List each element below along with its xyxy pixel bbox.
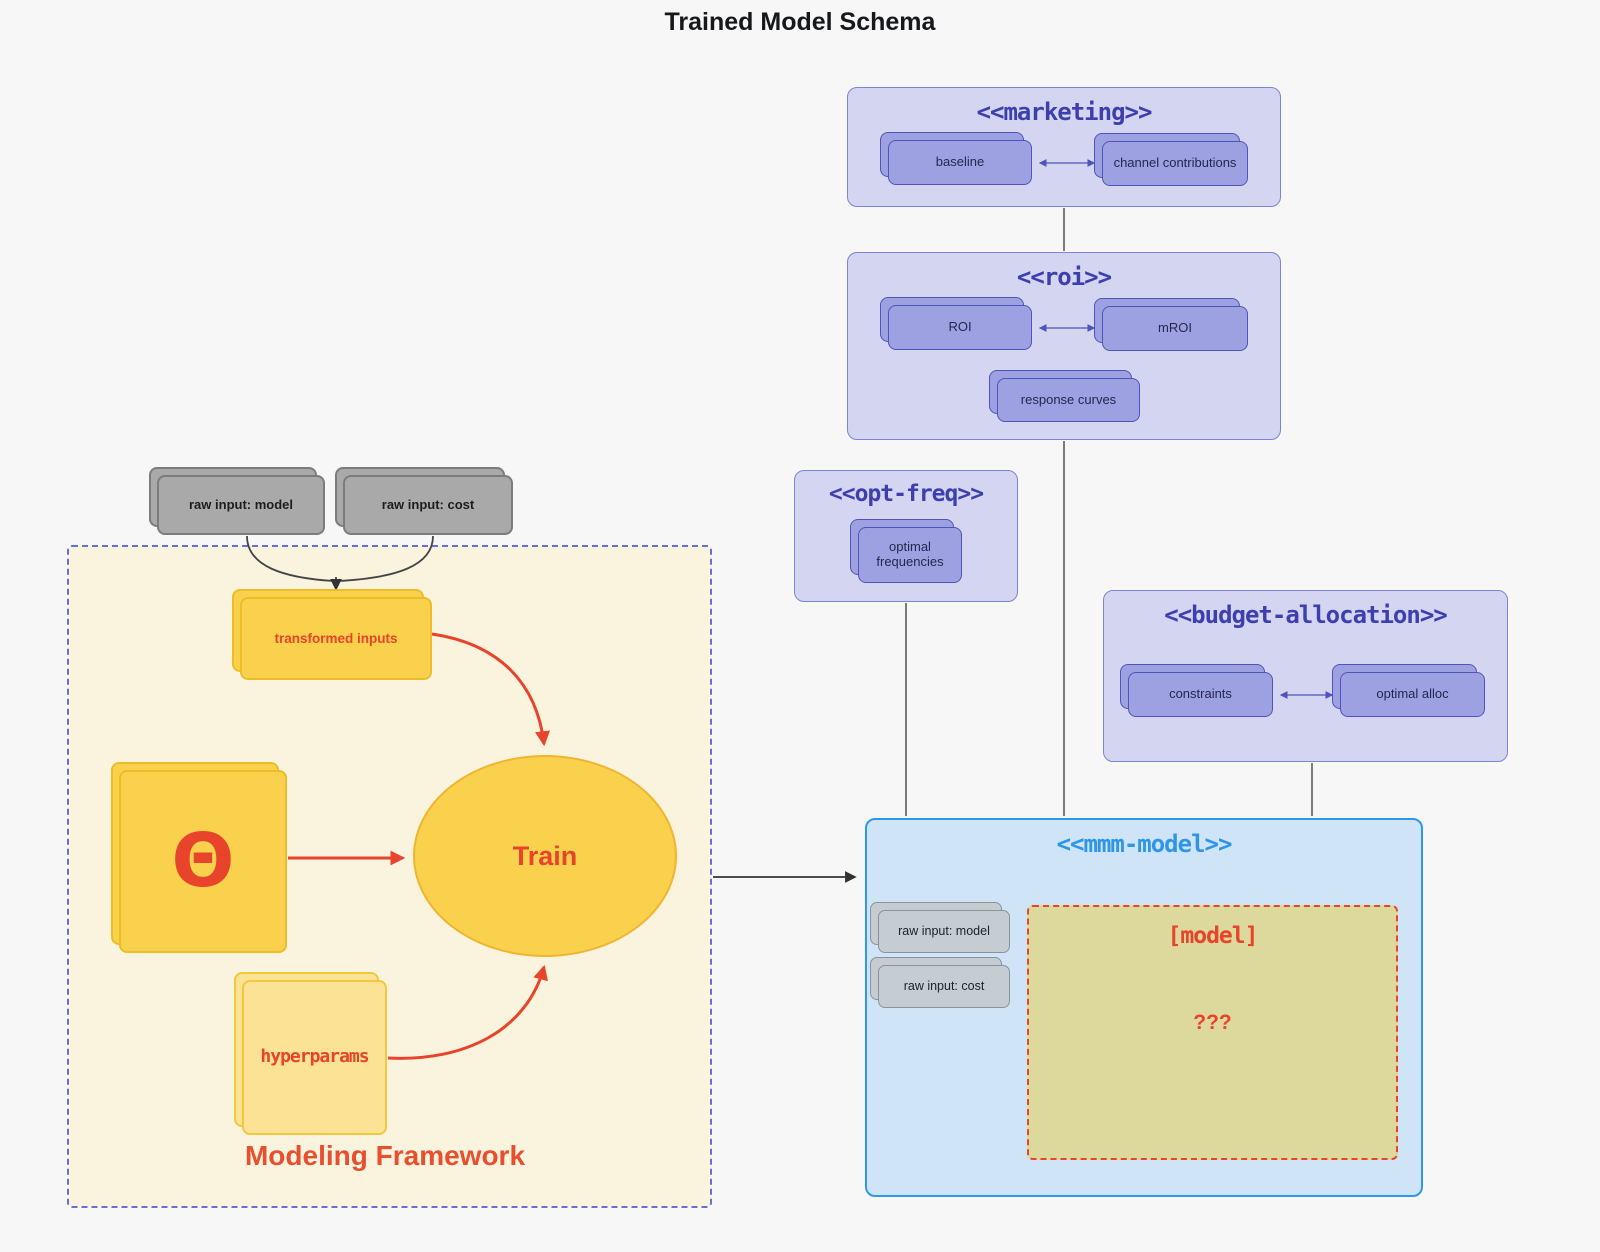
node-constraints: constraints <box>1120 664 1273 717</box>
node-channel-contributions: channel contributions <box>1094 133 1248 186</box>
model-unknown-text: ??? <box>1193 1011 1232 1034</box>
model-label: [model] <box>1167 923 1259 949</box>
node-optimal-alloc: optimal alloc <box>1332 664 1485 717</box>
group-marketing-title: <<marketing>> <box>976 98 1153 126</box>
node-raw-input-model: raw input: model <box>149 467 325 535</box>
node-baseline: baseline <box>880 132 1032 185</box>
group-mmm-model-title: <<mmm-model>> <box>1056 830 1233 858</box>
node-roi: ROI <box>880 297 1032 350</box>
model-placeholder-box: [model] ??? <box>1027 905 1398 1160</box>
modeling-framework-label: Modeling Framework <box>244 1140 526 1171</box>
node-optimal-frequencies: optimal frequencies <box>850 519 962 583</box>
node-mmm-raw-input-model: raw input: model <box>870 902 1010 953</box>
group-opt-freq-title: <<opt-freq>> <box>828 481 984 507</box>
node-response-curves: response curves <box>989 370 1140 422</box>
diagram-title: Trained Model Schema <box>664 8 936 36</box>
node-mroi: mROI <box>1094 298 1248 351</box>
node-theta: Θ <box>111 762 287 953</box>
node-raw-input-cost: raw input: cost <box>335 467 513 535</box>
node-mmm-raw-input-cost: raw input: cost <box>870 957 1010 1008</box>
group-budget-allocation-title: <<budget-allocation>> <box>1164 601 1447 629</box>
node-transformed-inputs: transformed inputs <box>232 589 432 680</box>
node-hyperparams: hyperparams <box>234 972 387 1135</box>
node-train: Train <box>413 755 677 957</box>
group-roi-title: <<roi>> <box>1016 263 1112 291</box>
